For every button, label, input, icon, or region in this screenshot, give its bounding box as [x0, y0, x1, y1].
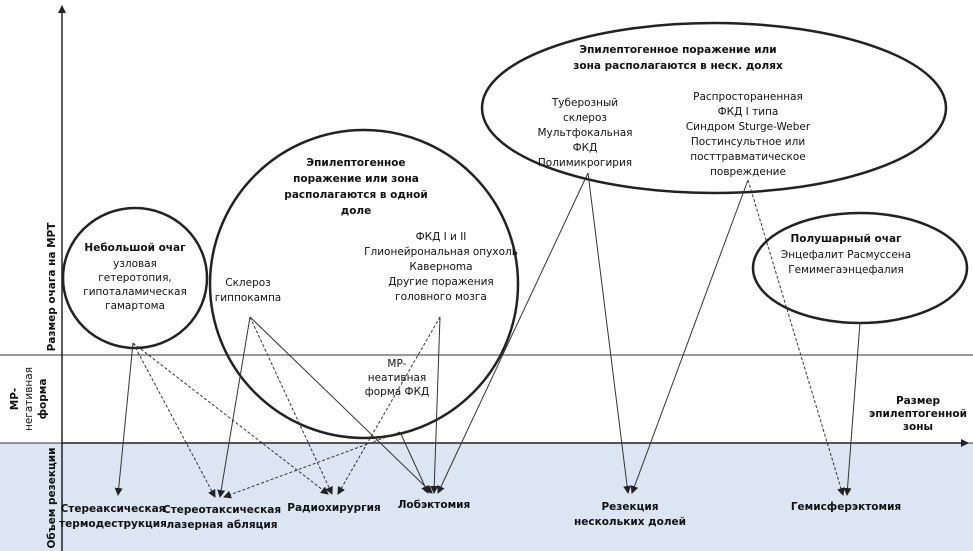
svg-text:Туберозный: Туберозный	[551, 97, 618, 109]
svg-text:Постинсультное или: Постинсультное или	[691, 136, 805, 148]
svg-text:поражение или зона: поражение или зона	[293, 173, 419, 185]
connector-hemi-hemispherectomy	[843, 321, 861, 496]
procedure-thermo: Стереаксическая термодеструкция	[59, 503, 167, 530]
multi-lobe-ellipse	[480, 21, 948, 195]
svg-text:Синдром Sturge-Weber: Синдром Sturge-Weber	[686, 121, 811, 133]
connector-lesions-lobectomy	[430, 316, 441, 494]
svg-text:располагаются в одной: располагаются в одной	[284, 189, 427, 201]
svg-text:зона располагаются в неск. дол: зона располагаются в неск. долях	[573, 60, 783, 72]
connector-fcd-multi	[630, 179, 749, 494]
svg-text:Размер: Размер	[896, 395, 941, 407]
svg-text:Мультфокальная: Мультфокальная	[538, 127, 633, 139]
procedure-laser: Стереотаксическая лазерная абляция	[163, 504, 281, 531]
svg-text:эпилептогенной: эпилептогенной	[869, 408, 967, 420]
procedure-hemispherectomy: Гемисферэктомия	[791, 501, 901, 513]
multi-lobe-right-text: Распростораненная ФКД I типа Синдром Stu…	[686, 91, 811, 178]
svg-text:Распростораненная: Распростораненная	[693, 91, 803, 103]
svg-text:неативная: неативная	[368, 372, 427, 384]
svg-text:склероз: склероз	[563, 112, 607, 124]
small-focus-ellipse	[61, 206, 209, 350]
procedure-radio: Радиохирургия	[287, 502, 380, 514]
svg-text:Другие поражения: Другие поражения	[388, 276, 494, 288]
x-axis-label: Размер эпилептогенной зоны	[869, 395, 967, 433]
connector-mrneg-lobectomy	[399, 431, 429, 494]
connector-hippo-radio	[249, 316, 333, 495]
procedure-multi-resection: Резекция нескольких долей	[574, 501, 686, 528]
connector-small-radio	[132, 342, 329, 495]
svg-text:гамартома: гамартома	[105, 300, 165, 312]
svg-text:Стереаксическая: Стереаксическая	[61, 503, 166, 515]
one-lobe-title: Эпилептогенное поражение или зона распол…	[284, 157, 427, 217]
svg-text:нескольких долей: нескольких долей	[574, 516, 686, 528]
svg-text:Склероз: Склероз	[225, 277, 271, 289]
lesions-text: ФКД I и II Глионейрональная опухоль Каве…	[364, 231, 518, 303]
resection-band	[0, 443, 973, 551]
svg-text:Эпилептогенное поражение или: Эпилептогенное поражение или	[579, 44, 776, 56]
connector-mrneg-laser	[223, 431, 401, 499]
svg-text:Гемимегаэнцефалия: Гемимегаэнцефалия	[788, 264, 903, 276]
svg-text:доле: доле	[341, 205, 372, 217]
svg-text:Гемисферэктомия: Гемисферэктомия	[791, 501, 901, 513]
mr-negative-label: МР- негативная форма	[9, 367, 49, 431]
svg-text:Каверноma: Каверноma	[409, 261, 472, 273]
svg-text:Радиохирургия: Радиохирургия	[287, 502, 380, 514]
connector-hippo-laser	[217, 316, 251, 498]
svg-text:гиппокампа: гиппокампа	[215, 292, 282, 304]
small-focus-text: Небольшой очаг узловая гетеротопия, гипо…	[83, 242, 187, 312]
resection-axis-label: Объем резекции	[46, 448, 58, 549]
svg-text:лазерная абляция: лазерная абляция	[167, 519, 278, 531]
svg-text:ФКД: ФКД	[573, 142, 598, 154]
connector-tuber-lobectomy	[437, 172, 589, 494]
svg-text:форма: форма	[37, 379, 49, 420]
svg-text:головного мозга: головного мозга	[395, 291, 487, 303]
hippocampus-text: Склероз гиппокампа	[215, 277, 282, 304]
svg-text:гетеротопия,: гетеротопия,	[98, 272, 172, 284]
multi-lobe-left-text: Туберозный склероз Мультфокальная ФКД По…	[538, 97, 633, 169]
mr-negative-fcd-text: МР- неативная форма ФКД	[365, 358, 429, 398]
svg-text:повреждение: повреждение	[710, 166, 786, 178]
svg-text:Стереотаксическая: Стереотаксическая	[163, 504, 281, 516]
svg-text:Энцефалит Расмуссена: Энцефалит Расмуссена	[781, 249, 911, 261]
svg-text:гипоталамическая: гипоталамическая	[83, 286, 187, 298]
y-axis-label: Размер очага на МРТ	[46, 222, 58, 352]
connector-small-thermo	[114, 342, 134, 496]
svg-text:форма ФКД: форма ФКД	[365, 386, 429, 398]
svg-text:МР-: МР-	[387, 358, 406, 370]
connector-hippo-lobectomy	[249, 316, 433, 494]
svg-text:термодеструкция: термодеструкция	[59, 518, 167, 530]
multi-lobe-title: Эпилептогенное поражение или зона распол…	[573, 44, 783, 72]
svg-text:ФКД I и II: ФКД I и II	[416, 231, 467, 243]
connector-lesions-radio	[337, 316, 441, 495]
svg-text:Небольшой очаг: Небольшой очаг	[84, 242, 186, 254]
svg-text:МР-: МР-	[9, 388, 21, 411]
svg-text:Лобэктомия: Лобэктомия	[398, 499, 471, 511]
svg-text:Резекция: Резекция	[601, 501, 658, 513]
svg-text:посттравматическое: посттравматическое	[690, 151, 806, 163]
svg-text:узловая: узловая	[113, 258, 157, 270]
svg-text:Глионейрональная опухоль: Глионейрональная опухоль	[364, 246, 518, 258]
svg-text:ФКД I типа: ФКД I типа	[718, 106, 779, 118]
svg-text:Эпилептогенное: Эпилептогенное	[306, 157, 405, 169]
connector-tuber-multi	[587, 172, 632, 494]
hemispheric-text: Полушарный очаг Энцефалит Расмуссена Гем…	[781, 233, 911, 276]
svg-text:негативная: негативная	[23, 367, 35, 431]
svg-text:Полушарный очаг: Полушарный очаг	[790, 233, 902, 245]
procedure-lobectomy: Лобэктомия	[398, 499, 471, 511]
one-lobe-ellipse	[208, 128, 520, 440]
svg-text:Полимикрогирия: Полимикрогирия	[538, 157, 632, 169]
connector-small-laser	[132, 342, 216, 498]
svg-text:зоны: зоны	[903, 421, 933, 433]
